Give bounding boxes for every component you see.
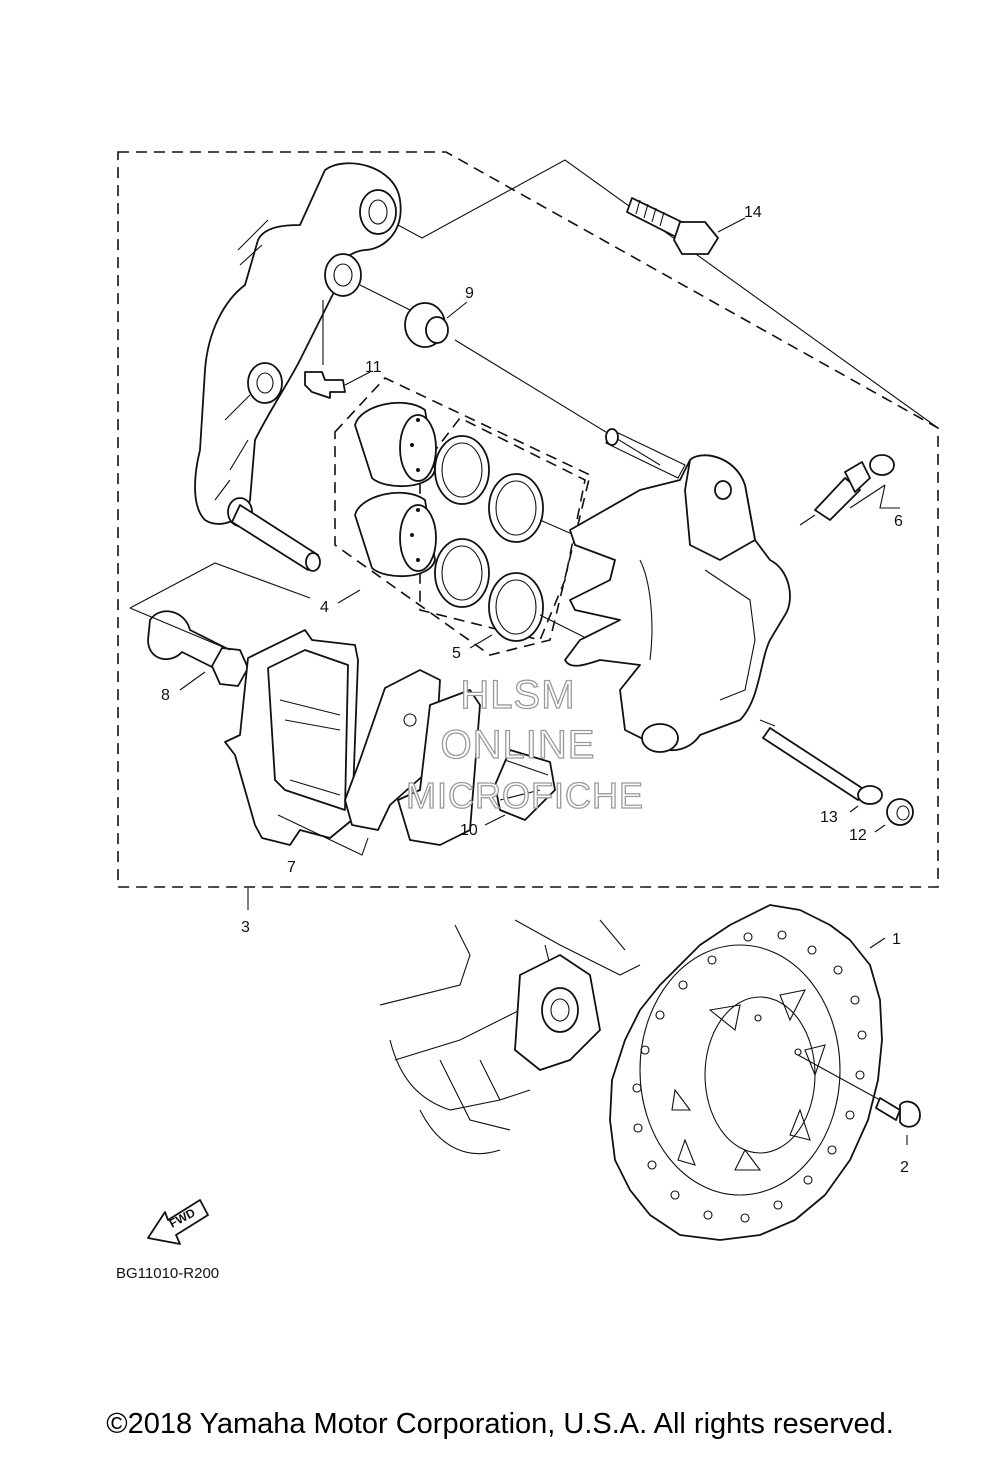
callout-6: 6	[894, 513, 903, 530]
piston-seals	[434, 435, 631, 661]
caliper-body	[564, 428, 791, 753]
brake-pads	[224, 629, 481, 856]
callout-4: 4	[320, 599, 329, 616]
plug-12	[874, 798, 914, 833]
copyright-notice: ©2018 Yamaha Motor Corporation, U.S.A. A…	[106, 1408, 894, 1440]
caliper-bracket	[194, 162, 402, 572]
watermark-line-2: ONLINE	[441, 723, 596, 767]
seal-group-boundary	[419, 416, 586, 641]
callout-9: 9	[465, 285, 474, 302]
caliper-assembly-boundary	[117, 151, 939, 888]
callout-11: 11	[365, 359, 382, 376]
pistons	[354, 401, 437, 578]
callout-12: 12	[849, 827, 867, 844]
piston-group-boundary	[334, 377, 591, 656]
pad-spring-10	[484, 749, 556, 826]
callout-3: 3	[241, 919, 250, 936]
fwd-arrow: FWD	[147, 1199, 209, 1245]
pad-pin-13	[762, 727, 883, 813]
callout-1: 1	[892, 931, 901, 948]
callout-5: 5	[452, 645, 461, 662]
callout-8: 8	[161, 687, 170, 704]
callout-10: 10	[460, 822, 478, 839]
watermark-line-3: MICROFICHE	[406, 775, 644, 816]
bolt-14	[626, 197, 746, 255]
bleed-screw-6	[799, 454, 900, 526]
watermark-line-1: HLSM	[460, 673, 575, 717]
clip-11	[304, 371, 371, 399]
boot-9	[404, 301, 468, 348]
disc-bolt-2	[797, 1054, 921, 1145]
fork-sketch	[379, 919, 641, 1155]
callout-2: 2	[900, 1159, 909, 1176]
watermark: HLSM ONLINE MICROFICHE	[405, 672, 644, 816]
callout-7: 7	[287, 859, 296, 876]
figure-code: BG11010-R200	[116, 1265, 219, 1282]
parts-diagram: FWD HLSM ONLINE MICROFICHE 1 2 3 4 5 6 7…	[116, 151, 939, 1282]
callout-13: 13	[820, 809, 838, 826]
callout-14: 14	[744, 204, 762, 221]
bolt-8	[129, 562, 311, 691]
brake-disc	[609, 904, 886, 1241]
